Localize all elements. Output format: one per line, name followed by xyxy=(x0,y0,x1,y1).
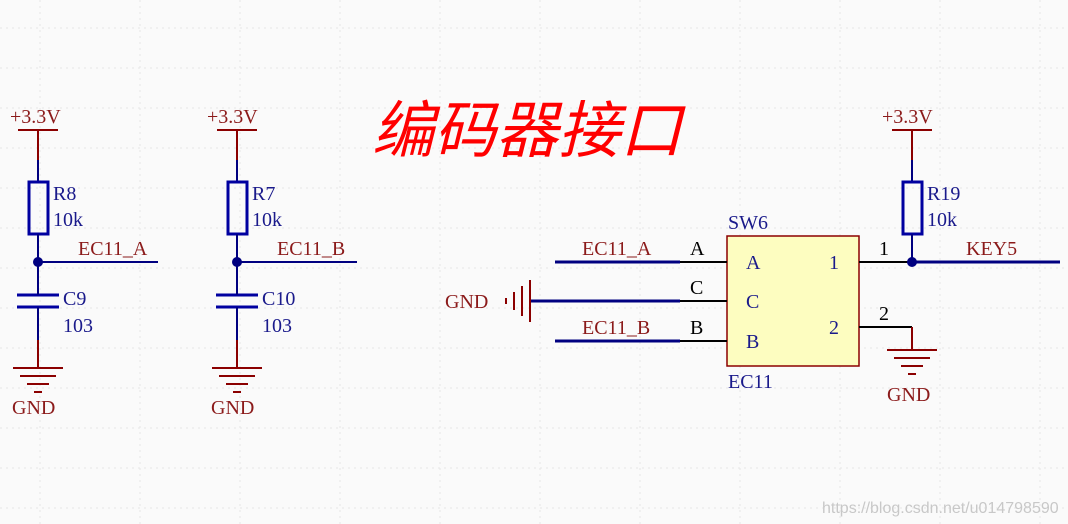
pin-name-2: 2 xyxy=(829,317,839,339)
net-label-b: EC11_B xyxy=(582,317,650,339)
net-label: EC11_B xyxy=(277,238,345,260)
net-label-a: EC11_A xyxy=(582,238,652,260)
capacitor-ref: C9 xyxy=(63,288,86,310)
capacitor-value: 103 xyxy=(63,315,93,337)
pin-num-a: A xyxy=(690,238,705,260)
vcc-label: +3.3V xyxy=(882,106,933,128)
pin-name-1: 1 xyxy=(829,252,839,274)
resistor-ref: R8 xyxy=(53,183,76,205)
resistor-r7 xyxy=(226,180,249,236)
ground-symbol xyxy=(212,367,262,393)
ground-symbol-sideways xyxy=(505,280,531,322)
switch-sw6: SW6 EC11 EC11_A A A GND C C EC11_B B B 1… xyxy=(445,212,912,393)
pin-name-c: C xyxy=(746,291,759,313)
ground-symbol xyxy=(13,367,63,393)
capacitor-ref: C10 xyxy=(262,288,295,310)
circuit-r8-c9: +3.3V R8 10k EC11_A C9 103 GND xyxy=(10,106,158,419)
net-label: EC11_A xyxy=(78,238,148,260)
pin-num-2: 2 xyxy=(879,303,889,325)
switch-body xyxy=(726,235,860,367)
pin-num-1: 1 xyxy=(879,238,889,260)
pin-name-b: B xyxy=(746,331,759,353)
switch-ref: SW6 xyxy=(728,212,768,234)
gnd-label: GND xyxy=(12,397,55,419)
circuit-r7-c10: +3.3V R7 10k EC11_B C10 103 GND xyxy=(207,106,357,419)
gnd-label: GND xyxy=(445,291,488,313)
net-label: KEY5 xyxy=(966,238,1017,260)
resistor-ref: R19 xyxy=(927,183,960,205)
resistor-value: 10k xyxy=(927,209,957,231)
vcc-label: +3.3V xyxy=(207,106,258,128)
diagram-title: 编码器接口 xyxy=(372,94,686,167)
watermark: https://blog.csdn.net/u014798590 xyxy=(822,500,1059,517)
pin-name-a: A xyxy=(746,252,761,274)
ground-symbol xyxy=(887,349,937,375)
resistor-ref: R7 xyxy=(252,183,275,205)
resistor-r8 xyxy=(27,180,50,236)
gnd-label: GND xyxy=(211,397,254,419)
pin-num-b: B xyxy=(690,317,703,339)
switch-part: EC11 xyxy=(728,371,773,393)
vcc-label: +3.3V xyxy=(10,106,61,128)
circuit-r19: +3.3V R19 10k KEY5 GND xyxy=(882,106,1060,406)
pin-num-c: C xyxy=(690,277,703,299)
resistor-value: 10k xyxy=(53,209,83,231)
gnd-label: GND xyxy=(887,384,930,406)
capacitor-value: 103 xyxy=(262,315,292,337)
resistor-value: 10k xyxy=(252,209,282,231)
resistor-r19 xyxy=(901,180,924,236)
